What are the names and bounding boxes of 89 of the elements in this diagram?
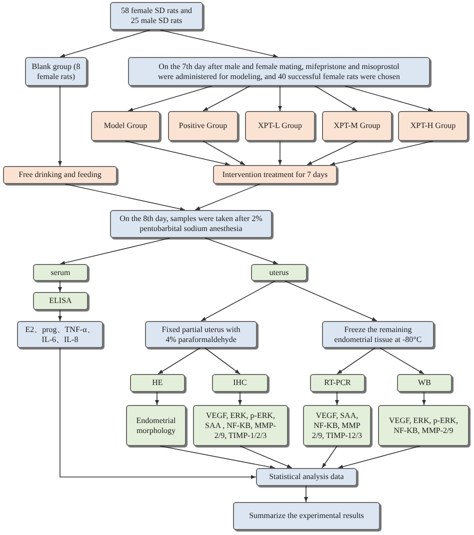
arrow — [194, 184, 260, 210]
arrow — [278, 86, 282, 112]
arrow — [240, 446, 292, 468]
process-box — [126, 405, 186, 446]
box-text: Freeze the remaining endometrial tissue at -80°C — [333, 324, 423, 344]
box-text: On the 8th day, samples were taken after 2% pentobarbital sodium anesthesia — [119, 214, 263, 234]
arrow — [422, 392, 426, 406]
arrow — [344, 86, 434, 112]
box-text: Model Group — [104, 121, 148, 131]
process-box — [233, 502, 380, 530]
box-text: 58 female SD rats and 25 male SD rats — [120, 6, 194, 26]
arrow — [204, 238, 278, 264]
arrow — [304, 486, 308, 502]
process-box — [130, 374, 185, 392]
box-text: Statistical analysis data — [269, 472, 344, 482]
box-text: XPT-M Group — [334, 121, 380, 131]
process-box — [193, 405, 288, 446]
arrow — [278, 140, 282, 166]
box-text: VEGF, ERK, p-ERK, SAA , NF-KB, MMP-2/9, TIMP-1/2/3 — [204, 410, 277, 440]
arrow — [314, 86, 358, 112]
process-box — [322, 321, 434, 348]
process-box — [397, 374, 452, 392]
box-text: VEGF, SAA, NF-KB, MMP 2/9, TIMP-12/3 — [310, 410, 364, 440]
arrow — [336, 348, 376, 374]
process-box — [212, 374, 268, 392]
arrow — [64, 184, 186, 211]
arrow — [380, 348, 424, 374]
box-text: Endometrial morphology — [135, 416, 177, 436]
arrow — [128, 86, 212, 112]
process-box — [33, 292, 88, 310]
process-box — [398, 111, 468, 141]
box-text: ELISA — [49, 296, 72, 306]
box-text: Positive Group — [178, 121, 228, 131]
arrow — [204, 348, 240, 374]
arrow — [124, 140, 230, 166]
box-text: serum — [50, 268, 70, 278]
box-text: Fixed partial uterus with 4% paraformaldehyde — [160, 324, 242, 344]
process-box — [322, 111, 392, 141]
box-text: Intervention treatment for 7 days — [222, 170, 328, 180]
process-box — [168, 111, 238, 141]
box-text: HE — [152, 378, 163, 388]
process-box — [3, 166, 117, 184]
process-box — [303, 405, 371, 446]
arrow — [58, 310, 62, 322]
box-text: On the 7th day after male and female mating, mifepristone and misoprostol were administered for modeling, and 40 successful female rats were chosen — [157, 62, 401, 82]
box-text: XPT-H Group — [410, 121, 456, 131]
process-box — [213, 165, 337, 184]
box-text: VEGF, ERK, p-ERK, NF-KB, MMP-2/9 — [388, 416, 459, 436]
box-text: E2、prog、TNF-α、IL-6、IL-8 — [24, 324, 96, 344]
arrow — [160, 30, 278, 58]
arrow — [202, 140, 246, 166]
arrow — [58, 280, 62, 292]
process-box — [110, 2, 203, 30]
arrow — [60, 238, 170, 265]
arrow — [60, 348, 256, 479]
arrow — [338, 446, 420, 469]
box-text: RT-PCR — [324, 378, 351, 388]
box-text: XPT-L Group — [258, 121, 302, 131]
box-text: uterus — [269, 268, 289, 278]
process-box — [17, 321, 103, 348]
arrow — [160, 446, 276, 470]
process-box — [25, 57, 87, 86]
process-box — [245, 111, 315, 141]
arrow — [200, 280, 276, 322]
process-box — [378, 405, 469, 446]
arrow — [158, 348, 200, 374]
arrow — [284, 280, 378, 322]
box-text: WB — [418, 378, 431, 388]
process-box — [256, 468, 357, 486]
process-box — [110, 210, 272, 238]
arrow — [306, 140, 358, 166]
arrow — [202, 86, 250, 112]
process-box — [251, 264, 307, 281]
arrow — [322, 446, 338, 468]
process-box — [128, 57, 430, 86]
arrow — [58, 86, 62, 166]
box-text: Free drinking and feeding — [18, 170, 102, 180]
box-text: Summarize the experimental results — [249, 511, 364, 521]
arrow — [60, 30, 150, 58]
arrow — [238, 392, 242, 406]
box-text: Blank group (8 female rats) — [30, 62, 82, 82]
arrow — [155, 392, 159, 406]
process-box — [310, 374, 365, 392]
arrow — [330, 140, 434, 166]
process-box — [91, 111, 160, 141]
process-box — [145, 321, 257, 348]
arrow — [335, 392, 339, 406]
process-box — [33, 264, 88, 281]
box-text: IHC — [233, 378, 247, 388]
